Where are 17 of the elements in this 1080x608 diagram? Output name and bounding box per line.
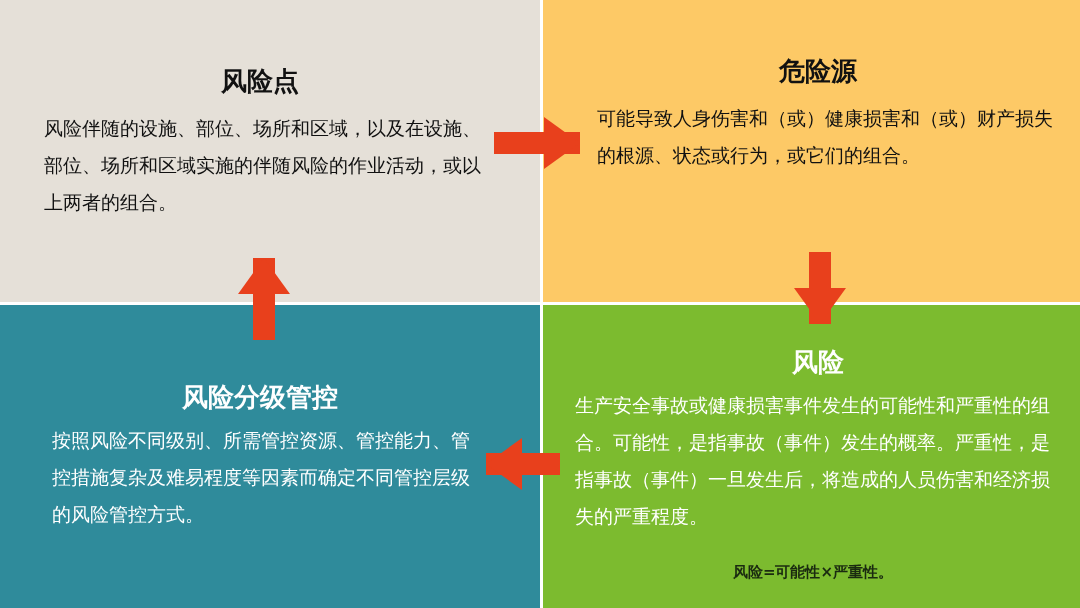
arrow <box>238 258 290 340</box>
quadrant-panel <box>543 305 1080 608</box>
arrow <box>794 252 846 324</box>
arrow <box>486 438 560 490</box>
body-text: 风险伴随的设施、部位、场所和区域，以及在设施、部位、场所和区域实施的伴随风险的作业活动，或以上两者的组合。 <box>44 116 482 215</box>
arrow <box>494 117 580 169</box>
quadrant-panel <box>0 305 540 608</box>
heading: 风险点 <box>220 65 300 98</box>
quadrant-panel <box>543 0 1080 302</box>
body-text: 可能导致人身伤害和（或）健康损害和（或）财产损失的根源、状态或行为，或它们的组合。 <box>597 106 1054 168</box>
formula-text: 风险=可能性×严重性。 <box>731 563 895 582</box>
heading: 风险分级管控 <box>181 381 339 414</box>
body-text: 按照风险不同级别、所需管控资源、管控能力、管控措施复杂及难易程度等因素而确定不同管控层级的风险管控方式。 <box>52 428 471 527</box>
quadrant-panel <box>0 0 540 302</box>
body-text: 生产安全事故或健康损害事件发生的可能性和严重性的组合。可能性，是指事故（事件）发生的概率。严重性，是指事故（事件）一旦发生后，将造成的人员伤害和经济损失的严重程度。 <box>575 393 1051 529</box>
heading: 风险 <box>791 346 845 379</box>
heading: 危险源 <box>778 55 858 88</box>
